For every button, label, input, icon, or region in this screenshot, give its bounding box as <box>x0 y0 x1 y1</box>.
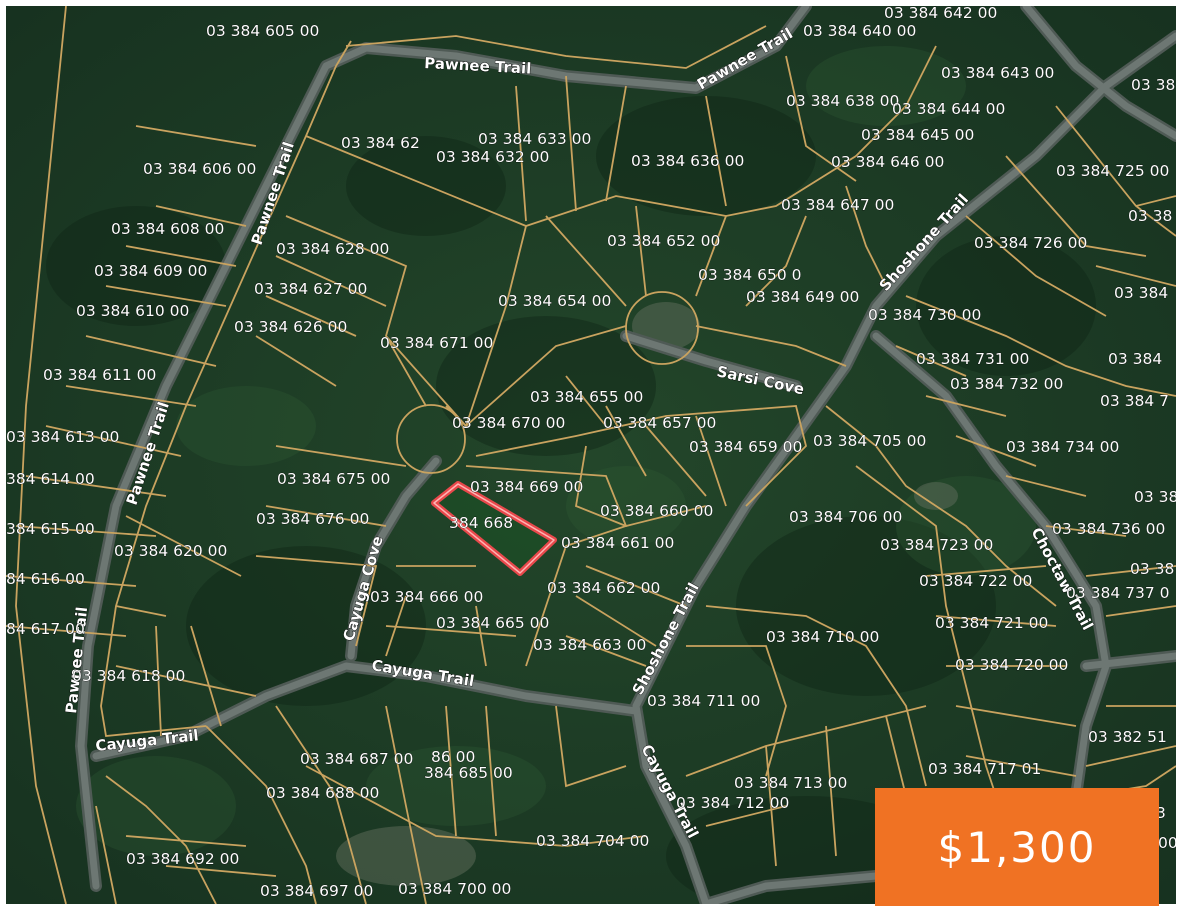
parcel-label: 03 384 675 00 <box>277 470 390 488</box>
parcel-label: 03 384 <box>1108 350 1162 368</box>
map-canvas: 384 668 Pawnee Trail Pawnee Trail Pawnee… <box>6 6 1176 904</box>
parcel-label: 03 384 666 00 <box>370 588 483 606</box>
parcel-label: 03 38 <box>1131 76 1175 94</box>
parcel-label: 03 384 610 00 <box>76 302 189 320</box>
roads <box>75 6 1176 904</box>
parcel-label: 03 384 620 00 <box>114 542 227 560</box>
parcel-label: 03 384 642 00 <box>884 6 997 22</box>
parcel-label: 03 384 717 01 <box>928 760 1041 778</box>
parcel-label: 03 384 731 00 <box>916 350 1029 368</box>
parcel-label: 03 384 737 0 <box>1066 584 1170 602</box>
parcel-label: 03 384 646 00 <box>831 153 944 171</box>
parcel-label: 03 384 700 00 <box>398 880 511 898</box>
parcel-label: 03 384 669 00 <box>470 478 583 496</box>
parcel-labels: 03 384 605 00 03 384 642 00 03 384 640 0… <box>6 6 1176 900</box>
parcel-label: 03 384 705 00 <box>813 432 926 450</box>
parcel-label: 03 384 711 00 <box>647 692 760 710</box>
parcel-label: 03 384 723 00 <box>880 536 993 554</box>
parcel-label: 03 384 670 00 <box>452 414 565 432</box>
parcel-label: 03 38 <box>1130 560 1174 578</box>
parcel-label: 03 384 706 00 <box>789 508 902 526</box>
parcel-label: 03 384 638 00 <box>786 92 899 110</box>
parcel-label: 03 384 730 00 <box>868 306 981 324</box>
parcel-label: 03 384 643 00 <box>941 64 1054 82</box>
parcel-label: 03 384 657 00 <box>603 414 716 432</box>
parcel-label: 03 384 628 00 <box>276 240 389 258</box>
parcel-label: 03 384 645 00 <box>861 126 974 144</box>
parcel-label: 03 384 697 00 <box>260 882 373 900</box>
parcel-label: 03 384 654 00 <box>498 292 611 310</box>
parcel-label: 03 384 606 00 <box>143 160 256 178</box>
parcel-label: 03 384 605 00 <box>206 22 319 40</box>
parcel-label: 03 384 626 00 <box>234 318 347 336</box>
price-badge: $1,300 <box>875 788 1159 906</box>
parcel-label: 03 384 647 00 <box>781 196 894 214</box>
parcel-label: 03 384 661 00 <box>561 534 674 552</box>
parcel-label: 03 384 636 00 <box>631 152 744 170</box>
parcel-label: 03 384 720 00 <box>955 656 1068 674</box>
parcel-label: 03 384 663 00 <box>533 636 646 654</box>
parcel-label: 03 384 665 00 <box>436 614 549 632</box>
parcel-label: 03 384 7 <box>1100 392 1169 410</box>
parcel-label: 03 384 608 00 <box>111 220 224 238</box>
clearings <box>336 302 958 886</box>
parcel-label: 03 384 650 0 <box>698 266 802 284</box>
parcel-label: 03 38 <box>1128 207 1172 225</box>
parcel-label: 03 384 659 00 <box>689 438 802 456</box>
parcel-label: 03 384 649 00 <box>746 288 859 306</box>
parcel-label: 03 384 644 00 <box>892 100 1005 118</box>
parcel-label: 384 685 00 <box>424 764 513 782</box>
parcel-label: 03 384 722 00 <box>919 572 1032 590</box>
parcel-label: 03 384 736 00 <box>1052 520 1165 538</box>
parcel-label: 03 384 662 00 <box>547 579 660 597</box>
highlighted-parcel[interactable]: 384 668 <box>431 481 557 576</box>
parcel-label: 84 617 00 <box>6 620 85 638</box>
parcel-label: 03 384 688 00 <box>266 784 379 802</box>
parcel-label: 03 384 611 00 <box>43 366 156 384</box>
parcel-label: 03 38 <box>1134 488 1176 506</box>
parcel-label: 86 00 <box>431 748 475 766</box>
parcel-label: 3 <box>1156 804 1166 822</box>
parcel-label: 03 382 51 <box>1088 728 1167 746</box>
parcel-label: 384 614 00 <box>6 470 95 488</box>
parcel-label: 03 384 712 00 <box>676 794 789 812</box>
parcel-label: 03 384 613 00 <box>6 428 119 446</box>
parcel-label: 03 384 721 00 <box>935 614 1048 632</box>
parcel-label: 00 <box>1158 834 1176 852</box>
parcel-label: 03 384 692 00 <box>126 850 239 868</box>
parcel-label: 03 384 725 00 <box>1056 162 1169 180</box>
parcel-label: 03 384 671 00 <box>380 334 493 352</box>
parcel-label: 03 384 660 00 <box>600 502 713 520</box>
price-text: $1,300 <box>937 822 1097 872</box>
parcel-label: 03 384 710 00 <box>766 628 879 646</box>
parcel-label: 03 384 704 00 <box>536 832 649 850</box>
parcel-label: 03 384 687 00 <box>300 750 413 768</box>
parcel-label: 03 384 633 00 <box>478 130 591 148</box>
parcel-map: 384 668 Pawnee Trail Pawnee Trail Pawnee… <box>6 6 1176 904</box>
parcel-label: 03 384 62 <box>341 134 420 152</box>
parcel-label: 03 384 726 00 <box>974 234 1087 252</box>
parcel-label: 03 384 655 00 <box>530 388 643 406</box>
parcel-label: 03 384 618 00 <box>72 667 185 685</box>
parcel-label: 03 384 640 00 <box>803 22 916 40</box>
parcel-label: 03 384 676 00 <box>256 510 369 528</box>
parcel-label: 384 615 00 <box>6 520 95 538</box>
parcel-label: 03 384 627 00 <box>254 280 367 298</box>
parcel-label: 84 616 00 <box>6 570 85 588</box>
parcel-label: 03 384 609 00 <box>94 262 207 280</box>
parcel-label: 03 384 652 00 <box>607 232 720 250</box>
parcel-label: 03 384 <box>1114 284 1168 302</box>
highlighted-parcel-label: 384 668 <box>449 514 513 532</box>
parcel-label: 03 384 632 00 <box>436 148 549 166</box>
parcel-label: 03 384 713 00 <box>734 774 847 792</box>
parcel-label: 03 384 734 00 <box>1006 438 1119 456</box>
parcel-label: 03 384 732 00 <box>950 375 1063 393</box>
